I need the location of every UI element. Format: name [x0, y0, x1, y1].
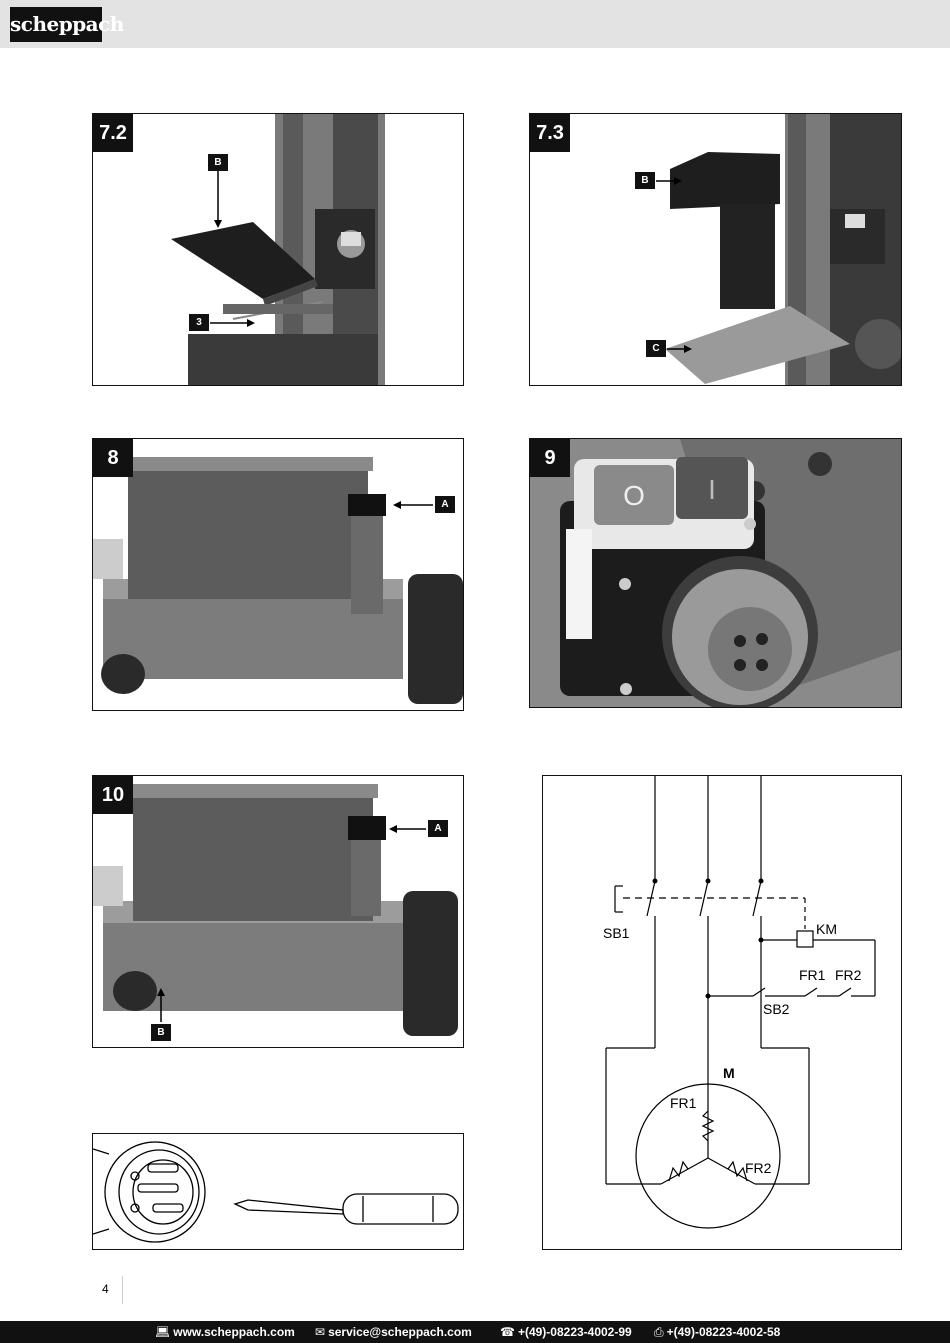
callout-arrows: [157, 825, 426, 1022]
website-link[interactable]: www.scheppach.com: [173, 1325, 295, 1339]
figure-number: 7.3: [530, 114, 570, 152]
figure-number: 9: [530, 439, 570, 477]
switch-on-label: I: [708, 474, 716, 505]
mail-icon: ✉: [315, 1325, 326, 1339]
figure-7-2: 7.2 B 3: [92, 113, 464, 386]
plug-screwdriver-figure: [92, 1133, 464, 1250]
callout-label: A: [428, 820, 448, 837]
figure-7-3: 7.3 B C: [529, 113, 902, 386]
label-motor: M: [723, 1065, 735, 1081]
off-button: [594, 465, 674, 525]
page-number: 4: [102, 1282, 109, 1296]
figure-7-2-photo: [171, 114, 385, 385]
phone-icon: ☎: [500, 1325, 515, 1339]
figure-number: 7.2: [93, 114, 133, 152]
computer-icon: 💻︎: [155, 1325, 171, 1339]
wiring-diagram-drawing: SB1 KM FR1 FR2 SB2 M FR1 FR2: [603, 776, 876, 1229]
plug-screwdriver-drawing: [93, 1141, 459, 1243]
figure-10: 10 A B: [92, 775, 464, 1048]
footer-phone: ☎+(49)-08223-4002-99: [500, 1321, 632, 1343]
callout-arrows: [656, 177, 692, 353]
figure-8: 8 A: [92, 438, 464, 711]
callout-label: A: [435, 496, 455, 513]
callout-arrows: [393, 501, 433, 509]
fax-icon: ⎙: [654, 1325, 664, 1339]
callout-label: B: [208, 154, 228, 171]
callout-label: B: [635, 172, 655, 189]
brand-logo: scheppach: [10, 7, 124, 42]
callout-label: B: [151, 1024, 171, 1041]
label-km: KM: [816, 921, 837, 937]
footer-bar: 💻︎www.scheppach.com ✉service@scheppach.c…: [0, 1321, 950, 1343]
page-rule: [122, 1276, 123, 1304]
fax-number: +(49)-08223-4002-58: [666, 1325, 781, 1339]
figure-8-photo: [93, 457, 463, 704]
figure-7-3-photo: [665, 114, 901, 385]
callout-arrows: [210, 171, 255, 327]
figure-number: 10: [93, 776, 133, 814]
wiring-diagram: SB1 KM FR1 FR2 SB2 M FR1 FR2: [542, 775, 902, 1250]
callout-label: 3: [189, 314, 209, 331]
figure-number: 8: [93, 439, 133, 477]
label-motor-fr1: FR1: [670, 1095, 697, 1111]
email-link[interactable]: service@scheppach.com: [328, 1325, 472, 1339]
label-motor-fr2: FR2: [745, 1160, 772, 1176]
on-button: [676, 457, 748, 519]
footer-website[interactable]: 💻︎www.scheppach.com: [155, 1321, 295, 1343]
figure-10-photo: [93, 784, 458, 1036]
switch-off-label: O: [623, 480, 645, 511]
footer-fax: ⎙+(49)-08223-4002-58: [654, 1321, 780, 1343]
phone-number: +(49)-08223-4002-99: [517, 1325, 632, 1339]
figure-9-photo: O I: [530, 439, 901, 707]
callout-label: C: [646, 340, 666, 357]
label-sb2: SB2: [763, 1001, 790, 1017]
label-fr1: FR1: [799, 967, 826, 983]
footer-email[interactable]: ✉service@scheppach.com: [315, 1321, 472, 1343]
figure-9: O I 9: [529, 438, 902, 708]
label-fr2: FR2: [835, 967, 862, 983]
header-bar: scheppach: [0, 0, 950, 48]
label-sb1: SB1: [603, 925, 630, 941]
